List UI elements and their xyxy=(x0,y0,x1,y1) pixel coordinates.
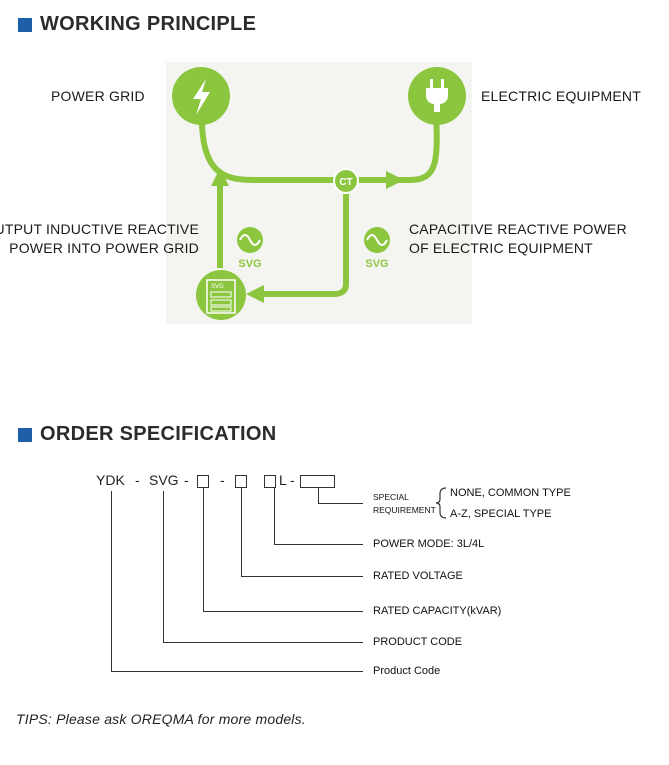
code-svg: SVG xyxy=(149,472,179,488)
product-code-label-2: Product Code xyxy=(373,665,441,677)
svg-device-label: SVG xyxy=(211,284,224,290)
leader-capacity xyxy=(203,488,363,612)
svg-label-left: SVG xyxy=(238,258,261,270)
code-dash-2: - xyxy=(184,472,189,488)
ct-circle xyxy=(333,168,359,194)
svg-cabinet-icon xyxy=(206,279,236,314)
code-l: L xyxy=(279,472,287,488)
heading-square-icon xyxy=(18,17,32,32)
sine-wave-icon-right xyxy=(364,227,390,253)
arrow-left-icon xyxy=(246,285,264,303)
output-label-line2: POWER INTO POWER GRID xyxy=(9,240,199,256)
leader-svg xyxy=(163,491,363,643)
working-principle-heading: WORKING PRINCIPLE xyxy=(18,13,256,36)
electric-equipment-label: ELECTRIC EQUIPMENT xyxy=(481,88,641,104)
ct-label: CT xyxy=(339,177,352,188)
tips-text: TIPS: Please ask OREQMA for more models. xyxy=(16,711,306,727)
power-grid-label: POWER GRID xyxy=(51,88,145,104)
grid-to-equipment-line xyxy=(198,111,440,183)
heading-square-icon xyxy=(18,427,32,442)
leader-power-mode xyxy=(274,488,363,545)
leader-lines xyxy=(111,488,363,672)
capacitive-label-line1: CAPACITIVE REACTIVE POWER xyxy=(409,221,627,237)
rated-capacity-label: RATED CAPACITY(kVAR) xyxy=(373,605,502,617)
special-brace xyxy=(435,487,447,519)
code-ydk: YDK xyxy=(96,472,125,488)
ct-to-svg-line xyxy=(258,182,349,297)
working-principle-diagram: CT SVG SVG SVG xyxy=(166,62,472,324)
capacity-box xyxy=(197,475,209,488)
order-specification-title: ORDER SPECIFICATION xyxy=(40,423,277,445)
code-dash-3: - xyxy=(220,472,225,488)
code-dash-4: - xyxy=(290,472,295,488)
capacitive-label-line2: OF ELECTRIC EQUIPMENT xyxy=(409,240,593,256)
special-option-2: A-Z, SPECIAL TYPE xyxy=(450,508,552,520)
rated-voltage-label: RATED VOLTAGE xyxy=(373,570,463,582)
special-option-1: NONE, COMMON TYPE xyxy=(450,487,571,499)
code-dash-1: - xyxy=(135,472,140,488)
order-specification-heading: ORDER SPECIFICATION xyxy=(18,423,276,446)
svg-label-right: SVG xyxy=(365,258,388,270)
arrow-up-icon xyxy=(211,168,229,186)
plug-icon xyxy=(426,79,448,112)
output-label-line1: OUTPUT INDUCTIVE REACTIVE xyxy=(0,221,199,237)
product-code-label: PRODUCT CODE xyxy=(373,636,463,648)
code-boxes xyxy=(197,475,335,488)
flow-lines xyxy=(198,111,440,297)
arrow-right-icon xyxy=(386,171,404,189)
leader-voltage xyxy=(241,488,363,577)
voltage-box xyxy=(235,475,247,488)
special-label-line1: SPECIAL xyxy=(373,492,409,502)
lightning-icon xyxy=(193,79,210,115)
leader-special xyxy=(318,488,363,504)
sine-wave-icon-left xyxy=(237,227,263,253)
special-label-line2: REQUIREMENT xyxy=(373,505,436,515)
power-mode-label: POWER MODE: 3L/4L xyxy=(373,538,485,550)
special-box xyxy=(300,475,335,488)
order-code-diagram xyxy=(111,475,447,672)
working-principle-title: WORKING PRINCIPLE xyxy=(40,13,257,35)
power-mode-box xyxy=(264,475,276,488)
leader-ydk xyxy=(111,491,363,672)
